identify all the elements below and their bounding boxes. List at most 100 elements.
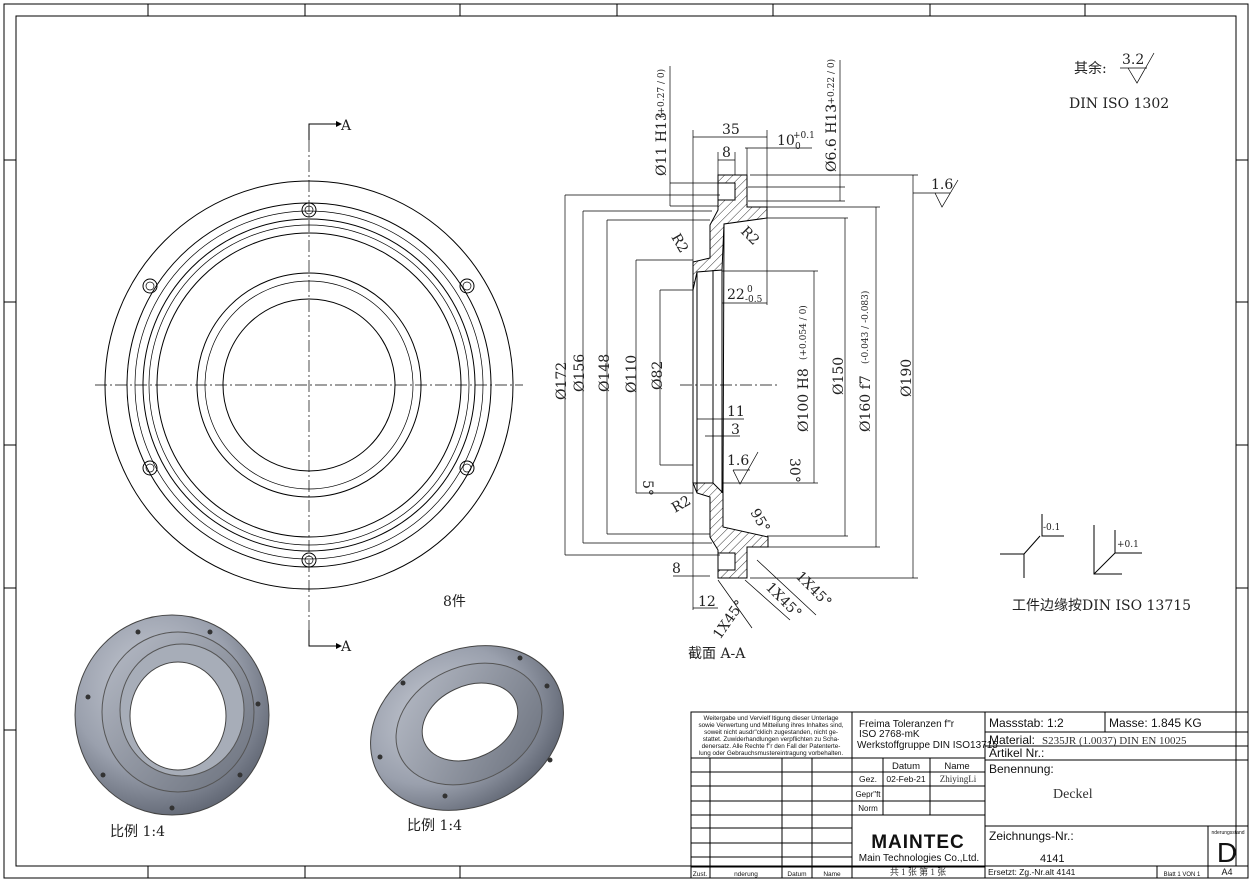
label: (+0.22 / 0) — [826, 59, 837, 108]
label: A — [340, 118, 352, 134]
label: Gez. — [859, 774, 877, 784]
label: 共 1 张 第 1 张 — [890, 866, 946, 877]
label: 工件边缘按DIN ISO 13715 — [1012, 598, 1191, 614]
label: Datum — [787, 871, 806, 878]
label: 02-Feb-21 — [886, 774, 925, 784]
bolt-holes — [142, 202, 475, 568]
quantity-label: 8件 — [443, 594, 466, 610]
label: Ersetzt: Zg.-Nr.alt 4141 — [988, 867, 1076, 877]
iso-view-1: 比例 1:4 — [74, 614, 270, 840]
title-block: Weitergabe und Vervielf ltigung dieser U… — [690, 711, 1249, 879]
label: +0.1 — [793, 131, 815, 141]
label: Name — [823, 871, 841, 878]
tolerance-note: Freima Toleranzen f"r ISO 2768-mK Werkst… — [857, 719, 998, 751]
label: 0 — [747, 285, 753, 295]
label: DIN ISO 1302 — [1069, 96, 1169, 112]
label: (-0.043 / -0.083) — [860, 291, 871, 364]
label: Norm — [858, 804, 878, 813]
dim-d172: Ø172 — [554, 362, 570, 400]
dim-35: 35 — [722, 122, 740, 138]
label: A4 — [1221, 867, 1232, 877]
label: Artikel Nr.: — [989, 746, 1044, 760]
label: A — [340, 639, 352, 655]
label: Ø6.6 H13 — [824, 104, 840, 172]
label: 1.6 — [931, 177, 953, 193]
dim-12: 12 — [698, 594, 716, 610]
section-marker-top: A — [308, 118, 352, 140]
iso-view-2: 比例 1:4 — [370, 645, 564, 834]
dim-d150: Ø150 — [831, 357, 847, 395]
dim-d82: Ø82 — [650, 361, 666, 390]
label: ISO 2768-mK — [859, 729, 920, 740]
label: Blatt 1 VON 1 — [1164, 872, 1201, 878]
label: Datum — [892, 761, 920, 772]
dim-10: 10 +0.1 0 — [777, 131, 815, 152]
label: (+0.27 / 0) — [656, 69, 667, 118]
label: stattet. Zuwiderhandlungen verpflichten … — [703, 736, 840, 743]
front-view: A A 8件 — [95, 118, 523, 655]
label: denersatz. Alle Rechte f"r den Fall der … — [702, 743, 841, 750]
label: S235JR (1.0037) DIN EN 10025 — [1042, 735, 1187, 747]
label: Benennung: — [989, 762, 1054, 776]
label: Massstab: 1:2 — [989, 716, 1064, 730]
label: Werkstoffgruppe DIN ISO13715 — [857, 740, 998, 751]
label: +0.1 — [1117, 540, 1139, 550]
label: Zeichnungs-Nr.: — [989, 829, 1074, 843]
label: (+0.054 / 0) — [798, 305, 809, 360]
dim-8: 8 — [722, 145, 731, 161]
company-logo: MAINTEC — [871, 832, 965, 853]
label: Zust. — [693, 871, 708, 878]
dim-chamfer-1: 1X45° — [710, 597, 748, 642]
dim-3: 3 — [731, 422, 740, 438]
part-name: Deckel — [1053, 787, 1093, 802]
dim-r2-a: R2 — [668, 231, 692, 256]
label: Ø160 f7 — [858, 375, 874, 432]
roughness-symbol-top: 1.6 — [913, 177, 959, 208]
label: Gepr"ft — [855, 790, 881, 799]
label: 比例 1:4 — [110, 824, 165, 840]
dim-30deg: 30° — [786, 458, 802, 483]
dim-d110: Ø110 — [624, 355, 640, 393]
general-roughness-note: 其余: 3.2 DIN ISO 1302 — [1069, 52, 1169, 112]
section-lower — [692, 482, 769, 579]
dim-d148: Ø148 — [597, 354, 613, 392]
dim-r2-c: R2 — [669, 493, 694, 517]
revision-letter: D — [1217, 837, 1237, 868]
label: lung oder Gebrauchsmustereintragung vorb… — [699, 750, 843, 757]
dim-d100: Ø100 H8 (+0.054 / 0) — [796, 305, 812, 432]
dim-r2-b: R2 — [737, 224, 762, 249]
dim-22: 22 0 -0.5 — [727, 285, 763, 305]
label: 0 — [795, 142, 801, 152]
dim-11: 11 — [727, 404, 745, 420]
label: Ø100 H8 — [796, 368, 812, 432]
copyright-note: Weitergabe und Vervielf ltigung dieser U… — [699, 715, 844, 757]
label: ZhiyingLi — [940, 774, 977, 784]
label: Ø11 H13 — [654, 112, 670, 176]
label: sowie Verwertung und Mitteilung ihres In… — [699, 722, 844, 729]
label: nderungsstand — [1211, 830, 1244, 836]
label: 1.6 — [727, 453, 749, 469]
label: soweit nicht ausdr"cklich zugestanden, n… — [704, 729, 838, 736]
dim-5deg: 5° — [639, 480, 655, 496]
section-title: 截面 A-A — [688, 646, 746, 662]
label: Main Technologies Co.,Ltd. — [859, 853, 979, 864]
label: Material: — [989, 733, 1035, 747]
dim-8b: 8 — [672, 561, 681, 577]
roughness-symbol-inner: 1.6 — [727, 451, 759, 485]
label: Name — [944, 761, 969, 772]
section-upper — [692, 174, 768, 291]
section-marker-bottom: A — [308, 630, 352, 655]
label: Weitergabe und Vervielf ltigung dieser U… — [704, 715, 839, 722]
label: 10 — [777, 133, 795, 149]
label: 其余: — [1074, 60, 1107, 77]
label: -0.1 — [1043, 523, 1060, 533]
label: 3.2 — [1122, 52, 1144, 68]
edge-symbols: -0.1 +0.1 工件边缘按DIN ISO 13715 — [1000, 514, 1191, 614]
dim-d190: Ø190 — [899, 359, 915, 397]
drawing-frame — [3, 3, 1249, 879]
dim-95deg: 95° — [747, 506, 773, 536]
dim-d160: Ø160 f7 (-0.043 / -0.083) — [858, 291, 874, 432]
label: Freima Toleranzen f"r — [859, 719, 955, 730]
label: 比例 1:4 — [407, 818, 462, 834]
